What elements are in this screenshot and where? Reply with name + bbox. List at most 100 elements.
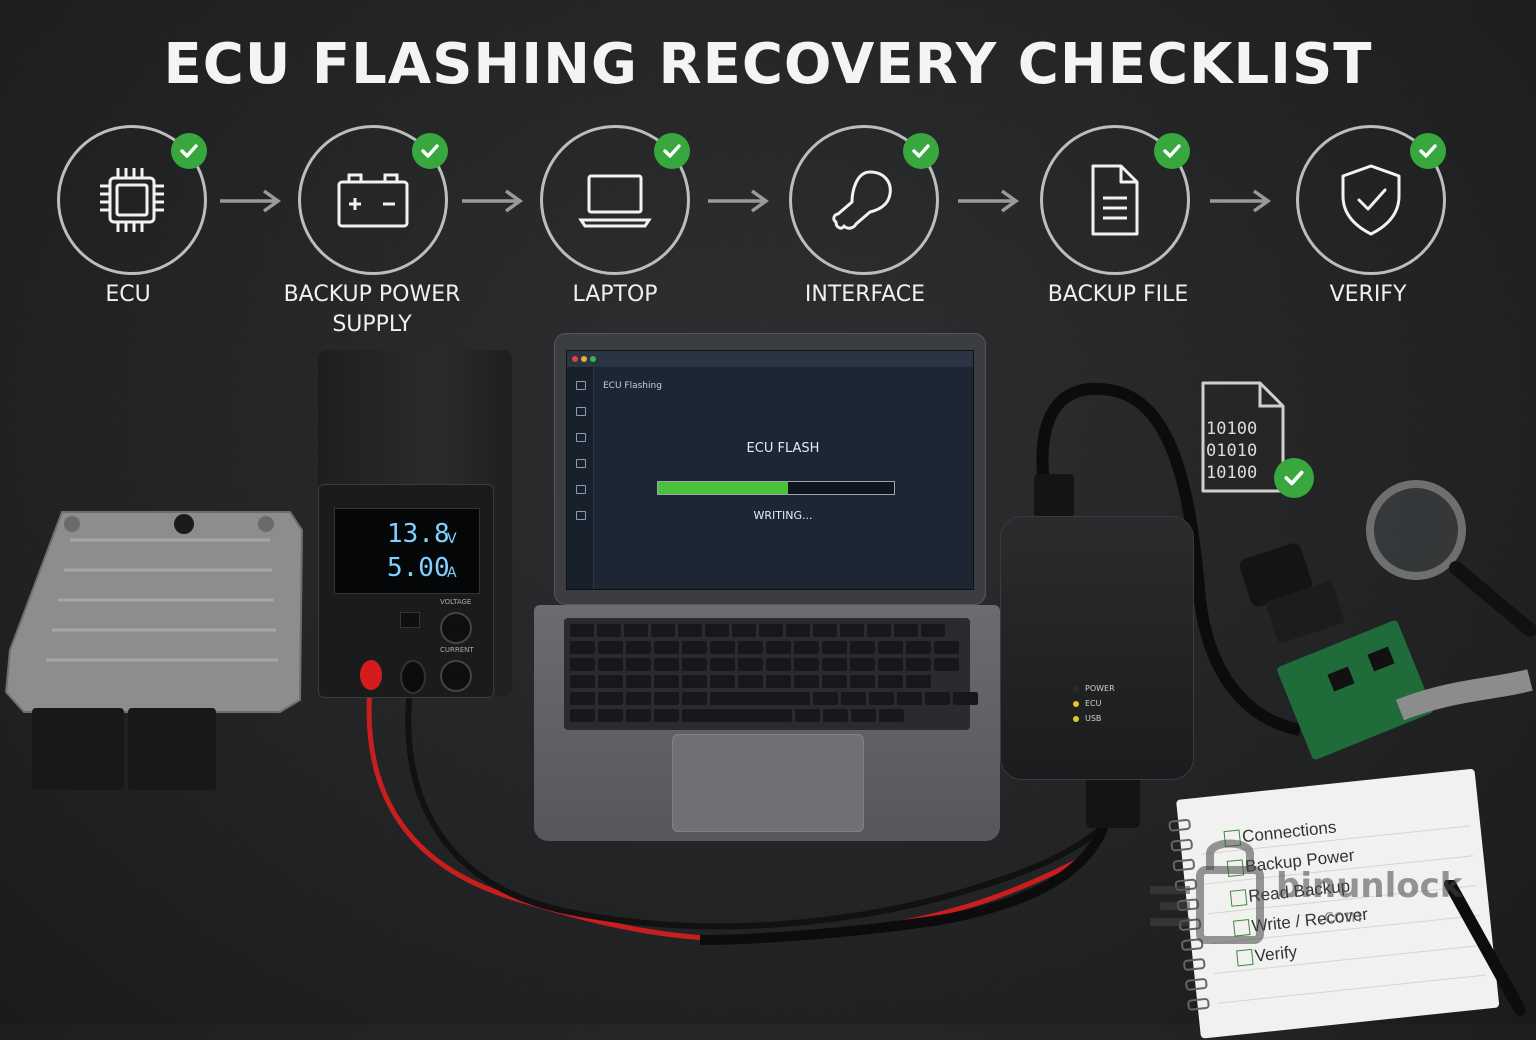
step-label-laptop: LAPTOP (572, 282, 658, 307)
key[interactable] (624, 624, 648, 637)
key[interactable] (906, 641, 931, 654)
key[interactable] (626, 675, 651, 688)
key[interactable] (570, 692, 595, 705)
sidebar-settings-icon[interactable] (576, 511, 586, 520)
key[interactable] (867, 624, 891, 637)
key[interactable] (570, 709, 595, 722)
key[interactable] (597, 624, 621, 637)
key[interactable] (822, 675, 847, 688)
key[interactable] (786, 624, 810, 637)
key[interactable] (705, 624, 729, 637)
key[interactable] (710, 658, 735, 671)
key[interactable] (934, 641, 959, 654)
key[interactable] (682, 658, 707, 671)
key[interactable] (651, 624, 675, 637)
key[interactable] (570, 658, 595, 671)
key[interactable] (738, 641, 763, 654)
sidebar-files-icon[interactable] (576, 459, 586, 468)
output-switch[interactable] (400, 612, 420, 628)
key[interactable] (598, 709, 623, 722)
key[interactable] (894, 624, 918, 637)
key[interactable] (626, 658, 651, 671)
key[interactable] (766, 658, 791, 671)
key[interactable] (678, 624, 702, 637)
key[interactable] (879, 709, 904, 722)
key[interactable] (953, 692, 978, 705)
key[interactable] (850, 675, 875, 688)
close-dot-icon[interactable] (572, 356, 578, 362)
key[interactable] (822, 641, 847, 654)
key[interactable] (598, 658, 623, 671)
sidebar-write-icon[interactable] (576, 433, 586, 442)
key[interactable] (654, 692, 679, 705)
key[interactable] (626, 709, 651, 722)
key[interactable] (570, 641, 595, 654)
key[interactable] (732, 624, 756, 637)
sidebar-read-icon[interactable] (576, 407, 586, 416)
key[interactable] (906, 658, 931, 671)
maximize-dot-icon[interactable] (590, 356, 596, 362)
key[interactable] (921, 624, 945, 637)
key[interactable] (906, 675, 931, 688)
key[interactable] (794, 658, 819, 671)
key[interactable] (840, 624, 864, 637)
trackpad[interactable] (672, 734, 864, 832)
key[interactable] (822, 658, 847, 671)
check-icon (171, 133, 207, 169)
key[interactable] (598, 675, 623, 688)
key[interactable] (710, 641, 735, 654)
sidebar-info-icon[interactable] (576, 485, 586, 494)
key[interactable] (850, 658, 875, 671)
sidebar-home-icon[interactable] (576, 381, 586, 390)
key[interactable] (878, 675, 903, 688)
key[interactable] (934, 658, 959, 671)
key[interactable] (710, 675, 735, 688)
check-icon (1410, 133, 1446, 169)
usb-cable (1036, 382, 1302, 736)
key[interactable] (682, 675, 707, 688)
key[interactable] (738, 675, 763, 688)
key[interactable] (823, 709, 848, 722)
key[interactable] (850, 641, 875, 654)
key[interactable] (598, 692, 623, 705)
current-knob[interactable] (440, 660, 472, 692)
key[interactable] (813, 624, 837, 637)
check-icon (903, 133, 939, 169)
key[interactable] (654, 641, 679, 654)
key[interactable] (682, 641, 707, 654)
key[interactable] (851, 709, 876, 722)
key[interactable] (813, 692, 838, 705)
voltage-knob[interactable] (440, 612, 472, 644)
key[interactable] (570, 675, 595, 688)
key[interactable] (841, 692, 866, 705)
key[interactable] (925, 692, 950, 705)
key[interactable] (626, 692, 651, 705)
step-ring (1040, 125, 1190, 275)
key[interactable] (766, 641, 791, 654)
step-laptop (540, 125, 690, 275)
key[interactable] (795, 709, 820, 722)
key[interactable] (878, 641, 903, 654)
key[interactable] (878, 658, 903, 671)
key[interactable] (897, 692, 922, 705)
key[interactable] (598, 641, 623, 654)
key[interactable] (654, 709, 679, 722)
power-led-label: POWER (1085, 684, 1115, 693)
key[interactable] (738, 658, 763, 671)
ribbon-cable (1395, 669, 1533, 721)
key[interactable] (869, 692, 894, 705)
key[interactable] (570, 624, 594, 637)
voltage-readout: 13.8 (387, 519, 450, 549)
key[interactable] (710, 692, 810, 705)
key[interactable] (759, 624, 783, 637)
key[interactable] (654, 675, 679, 688)
step-backup-power (298, 125, 448, 275)
minimize-dot-icon[interactable] (581, 356, 587, 362)
key[interactable] (794, 675, 819, 688)
key[interactable] (766, 675, 791, 688)
key[interactable] (794, 641, 819, 654)
key[interactable] (682, 692, 707, 705)
key[interactable] (626, 641, 651, 654)
key[interactable] (682, 709, 792, 722)
key[interactable] (654, 658, 679, 671)
